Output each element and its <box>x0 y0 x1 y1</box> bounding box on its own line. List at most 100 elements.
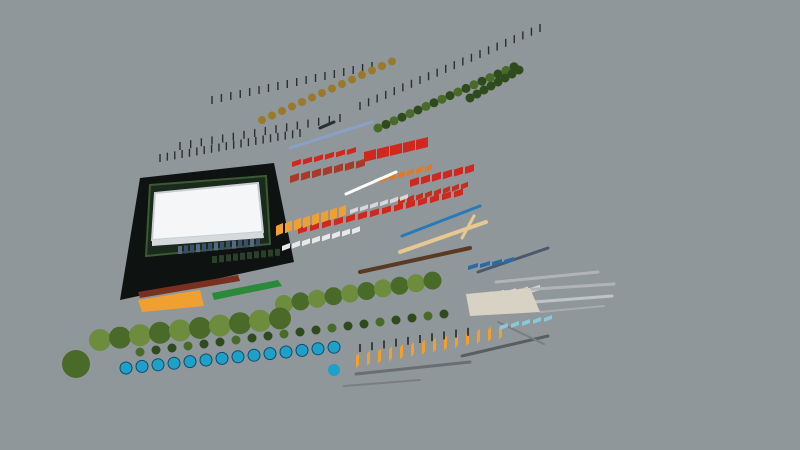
orange-fence-post <box>356 353 359 368</box>
red-fence-panel <box>390 143 402 156</box>
blue-round-bush <box>328 364 340 376</box>
blue-round-bush <box>199 353 213 367</box>
brown-beam <box>358 246 472 274</box>
round-tree <box>229 312 251 335</box>
red-fence-panel <box>377 146 389 159</box>
orange-fence-post <box>389 346 392 362</box>
orange-fence-panel <box>425 164 432 172</box>
red-fence-panel <box>416 137 428 150</box>
dark-tree <box>465 93 475 103</box>
parking-car <box>178 246 182 254</box>
parking-car <box>196 244 200 253</box>
dark-rail <box>343 379 421 387</box>
orange-fence-post <box>367 350 370 366</box>
dark-tree <box>373 123 383 133</box>
round-tree <box>249 309 271 332</box>
dark-tree <box>493 77 503 87</box>
small-bush <box>215 337 225 347</box>
dark-tree <box>405 109 415 119</box>
brown-fence-panel <box>290 173 299 183</box>
white-fence-segment <box>380 199 388 207</box>
red-fence-segment <box>334 216 343 226</box>
orange-fence-post <box>378 348 381 364</box>
orange-fence-panel <box>303 215 310 229</box>
tan-pipe <box>398 220 488 254</box>
small-bush <box>439 309 449 319</box>
blue-round-bush <box>167 356 181 370</box>
white-fence-segment <box>350 207 358 214</box>
red-fence-panel <box>465 164 474 174</box>
white-fence-segment <box>400 194 408 201</box>
white-fence-segment <box>390 196 398 204</box>
orange-fence-post <box>477 328 480 344</box>
small-bush <box>279 329 289 339</box>
orange-fence-panel <box>312 212 319 226</box>
round-tree <box>374 279 392 298</box>
tan-pipe <box>460 214 476 240</box>
red-fence-panel <box>336 149 345 158</box>
dark-tree <box>500 73 510 83</box>
red-fence-panel <box>432 171 441 182</box>
parking-car <box>256 238 260 247</box>
red-fence-segment <box>322 219 331 229</box>
orange-fence-post <box>488 326 491 342</box>
brown-fence-panel <box>345 161 354 171</box>
round-tree <box>189 317 211 339</box>
dark-tree <box>472 89 482 99</box>
parked-object <box>233 253 238 261</box>
dark-tree <box>493 69 503 79</box>
brown-fence-panel <box>312 168 321 179</box>
round-tree <box>129 324 151 347</box>
red-fence-segment <box>430 194 439 204</box>
autumn-tree <box>318 89 326 97</box>
cyan-rail-segment <box>511 321 519 328</box>
red-fence-segment <box>452 183 459 192</box>
orange-fence-post <box>422 339 425 355</box>
small-bush <box>327 323 337 333</box>
blue-round-bush <box>183 355 197 369</box>
parked-object <box>275 248 280 256</box>
parking-car <box>238 240 242 248</box>
small-bush <box>135 347 145 357</box>
blue-rail <box>288 120 374 150</box>
round-tree <box>291 292 310 311</box>
round-tree <box>407 274 425 293</box>
parking-car <box>226 241 230 250</box>
round-tree <box>62 350 90 378</box>
dark-tree <box>477 76 487 86</box>
round-tree <box>423 271 442 290</box>
round-tree <box>341 284 359 303</box>
blue-rail-segment <box>480 261 490 268</box>
white-fence-segment <box>302 238 310 247</box>
orange-fence-panel <box>294 217 301 231</box>
white-fence-segment <box>282 243 290 251</box>
round-tree <box>308 289 326 308</box>
blue-pipe <box>400 204 482 238</box>
round-tree <box>109 326 131 349</box>
small-bush <box>167 343 177 353</box>
small-bush <box>183 341 193 351</box>
white-fence-segment <box>292 240 300 249</box>
plate-green-fence <box>212 280 282 300</box>
round-tree <box>89 329 111 351</box>
white-fence-segment <box>342 228 350 237</box>
parked-object <box>268 249 273 257</box>
parked-object <box>254 251 259 259</box>
building-facade <box>152 232 264 246</box>
blue-rail-segment <box>504 257 514 264</box>
small-bush <box>247 333 257 343</box>
small-bush <box>407 313 417 323</box>
autumn-tree <box>358 71 366 79</box>
gray-rail <box>532 294 614 304</box>
white-fence-segment <box>360 204 368 212</box>
dark-tree <box>381 119 391 129</box>
parking-car <box>190 244 194 253</box>
red-fence-segment <box>443 186 450 194</box>
white-fence-segment <box>332 231 340 239</box>
orange-fence-post <box>400 344 403 360</box>
blue-round-bush <box>247 348 261 362</box>
building-roof <box>150 181 265 242</box>
parking-car <box>208 243 212 251</box>
